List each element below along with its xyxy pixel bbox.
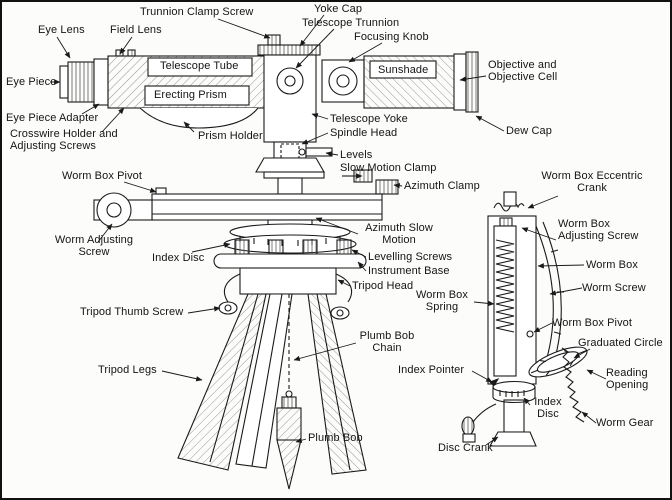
label-index-disc-right: Index Disc	[534, 396, 562, 421]
label-reading-opening: Reading Opening	[606, 367, 649, 392]
worm-box-adjusting-screw-drawing	[499, 217, 513, 227]
label-worm-adjusting-screw: Worm Adjusting Screw	[54, 234, 134, 259]
label-crosswire-holder: Crosswire Holder and Adjusting Screws	[10, 128, 118, 153]
label-levels: Levels	[340, 149, 373, 161]
index-pointer-drawing	[489, 377, 500, 387]
label-trunnion-clamp-screw: Trunnion Clamp Screw	[140, 6, 254, 18]
label-worm-box-adjusting-screw: Worm Box Adjusting Screw	[558, 218, 639, 243]
index-disc-right-drawing	[492, 380, 536, 394]
label-sunshade: Sunshade	[378, 64, 429, 76]
label-worm-box-eccentric-crank: Worm Box Eccentric Crank	[541, 170, 643, 195]
label-eye-piece: Eye Piece	[6, 76, 57, 88]
worm-gear-drawing	[561, 347, 585, 423]
worm-box-pivot-drawing	[155, 187, 167, 195]
erecting-prism-drawing	[144, 85, 250, 106]
label-telescope-yoke: Telescope Yoke	[330, 113, 408, 125]
label-azimuth-slow-motion: Azimuth Slow Motion	[365, 222, 433, 247]
label-index-disc-left: Index Disc	[152, 252, 205, 264]
label-focusing-knob: Focusing Knob	[354, 31, 429, 43]
arm-drawing	[151, 193, 383, 221]
eye-lens-drawing	[59, 65, 69, 99]
tripod-leg-drawing	[177, 293, 267, 471]
label-worm-box-pivot-left: Worm Box Pivot	[62, 170, 143, 182]
azimuth-clamp-drawing	[375, 179, 399, 195]
label-erecting-prism: Erecting Prism	[154, 89, 227, 101]
label-tripod-head: Tripod Head	[352, 280, 414, 292]
label-graduated-circle: Graduated Circle	[578, 337, 663, 349]
worm-screw-drawing	[535, 225, 554, 369]
label-worm-box-pivot-right: Worm Box Pivot	[552, 317, 633, 329]
label-yoke-cap: Yoke Cap	[314, 3, 363, 15]
label-eye-piece-adapter: Eye Piece Adapter	[6, 112, 99, 124]
label-azimuth-clamp: Azimuth Clamp	[404, 180, 480, 192]
tripod-leg-drawing	[307, 293, 367, 475]
disc-crank-drawing	[472, 403, 497, 423]
label-levelling-screws: Levelling Screws	[368, 251, 453, 263]
eye-piece-drawing	[67, 61, 95, 103]
trunnion-clamp-screw-drawing	[267, 34, 281, 46]
label-dew-cap: Dew Cap	[506, 125, 552, 137]
dew-cap-drawing	[465, 51, 479, 113]
label-index-pointer: Index Pointer	[398, 364, 465, 376]
label-tripod-legs: Tripod Legs	[98, 364, 157, 376]
objective-cell-drawing	[453, 53, 467, 111]
tripod-leg-drawing	[235, 293, 293, 469]
label-plumb-bob: Plumb Bob	[308, 432, 363, 444]
instrument-base-drawing	[213, 253, 367, 269]
eye-piece-adapter-drawing	[93, 58, 109, 106]
label-worm-box-spring: Worm Box Spring	[416, 289, 468, 314]
label-spindle-head: Spindle Head	[330, 127, 398, 139]
mounting-and-arm	[93, 141, 399, 320]
label-prism-holder: Prism Holder	[198, 130, 263, 142]
prism-holder-drawing	[139, 107, 259, 129]
plumb-bob-drawing	[276, 407, 302, 441]
graduated-circle-drawing	[528, 346, 588, 378]
eccentric-crank-drawing	[493, 202, 525, 212]
label-instrument-base: Instrument Base	[368, 265, 450, 277]
label-disc-crank: Disc Crank	[438, 442, 493, 454]
label-worm-box: Worm Box	[586, 259, 638, 271]
label-slow-motion-clamp: Slow Motion Clamp	[340, 162, 437, 174]
leader-lines	[50, 14, 607, 446]
label-eye-lens: Eye Lens	[38, 24, 85, 36]
crosswire-screw-drawing	[127, 49, 136, 57]
telescope-assembly	[59, 34, 479, 143]
label-telescope-tube: Telescope Tube	[160, 60, 239, 72]
worm-box-detail	[461, 191, 588, 447]
label-worm-gear: Worm Gear	[596, 417, 654, 429]
worm-box-pivot-right-drawing	[526, 330, 534, 338]
label-tripod-thumb-screw: Tripod Thumb Screw	[80, 306, 184, 318]
label-plumb-bob-chain: Plumb Bob Chain	[359, 330, 415, 355]
label-objective-and-objective-cell: Objective and Objective Cell	[488, 59, 558, 84]
label-field-lens: Field Lens	[110, 24, 162, 36]
tripod-and-plumb	[177, 293, 367, 490]
levels-drawing	[305, 147, 333, 157]
tripod-head-drawing	[239, 267, 337, 295]
worm-box-spring-drawing	[495, 239, 515, 333]
label-worm-screw: Worm Screw	[582, 282, 646, 294]
label-telescope-trunnion: Telescope Trunnion	[302, 17, 400, 29]
